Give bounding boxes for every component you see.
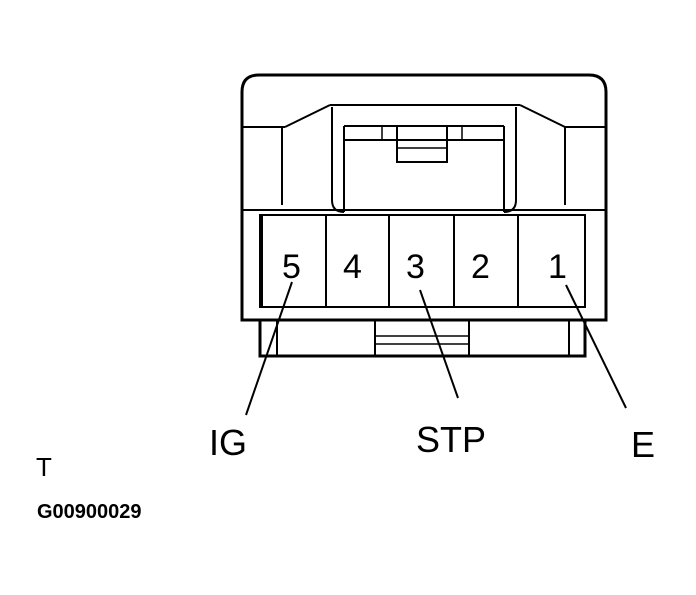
pin-number-4: 4 <box>343 248 362 286</box>
corner-mark: T <box>36 452 52 482</box>
pin-cavities <box>261 214 586 308</box>
label-e: E <box>631 424 655 465</box>
leader-line-e <box>565 284 627 409</box>
label-ig: IG <box>209 422 247 463</box>
pin-number-3: 3 <box>406 248 425 286</box>
label-stp: STP <box>416 419 486 460</box>
figure-code: G00900029 <box>37 501 142 523</box>
leader-line-stp <box>419 289 459 399</box>
pin-number-1: 1 <box>548 248 567 286</box>
pin-number-2: 2 <box>471 248 490 286</box>
leader-line-ig <box>245 281 293 416</box>
connector-skirt <box>258 318 587 358</box>
pin-number-5: 5 <box>282 248 301 286</box>
pin-cavity-1 <box>517 214 586 308</box>
